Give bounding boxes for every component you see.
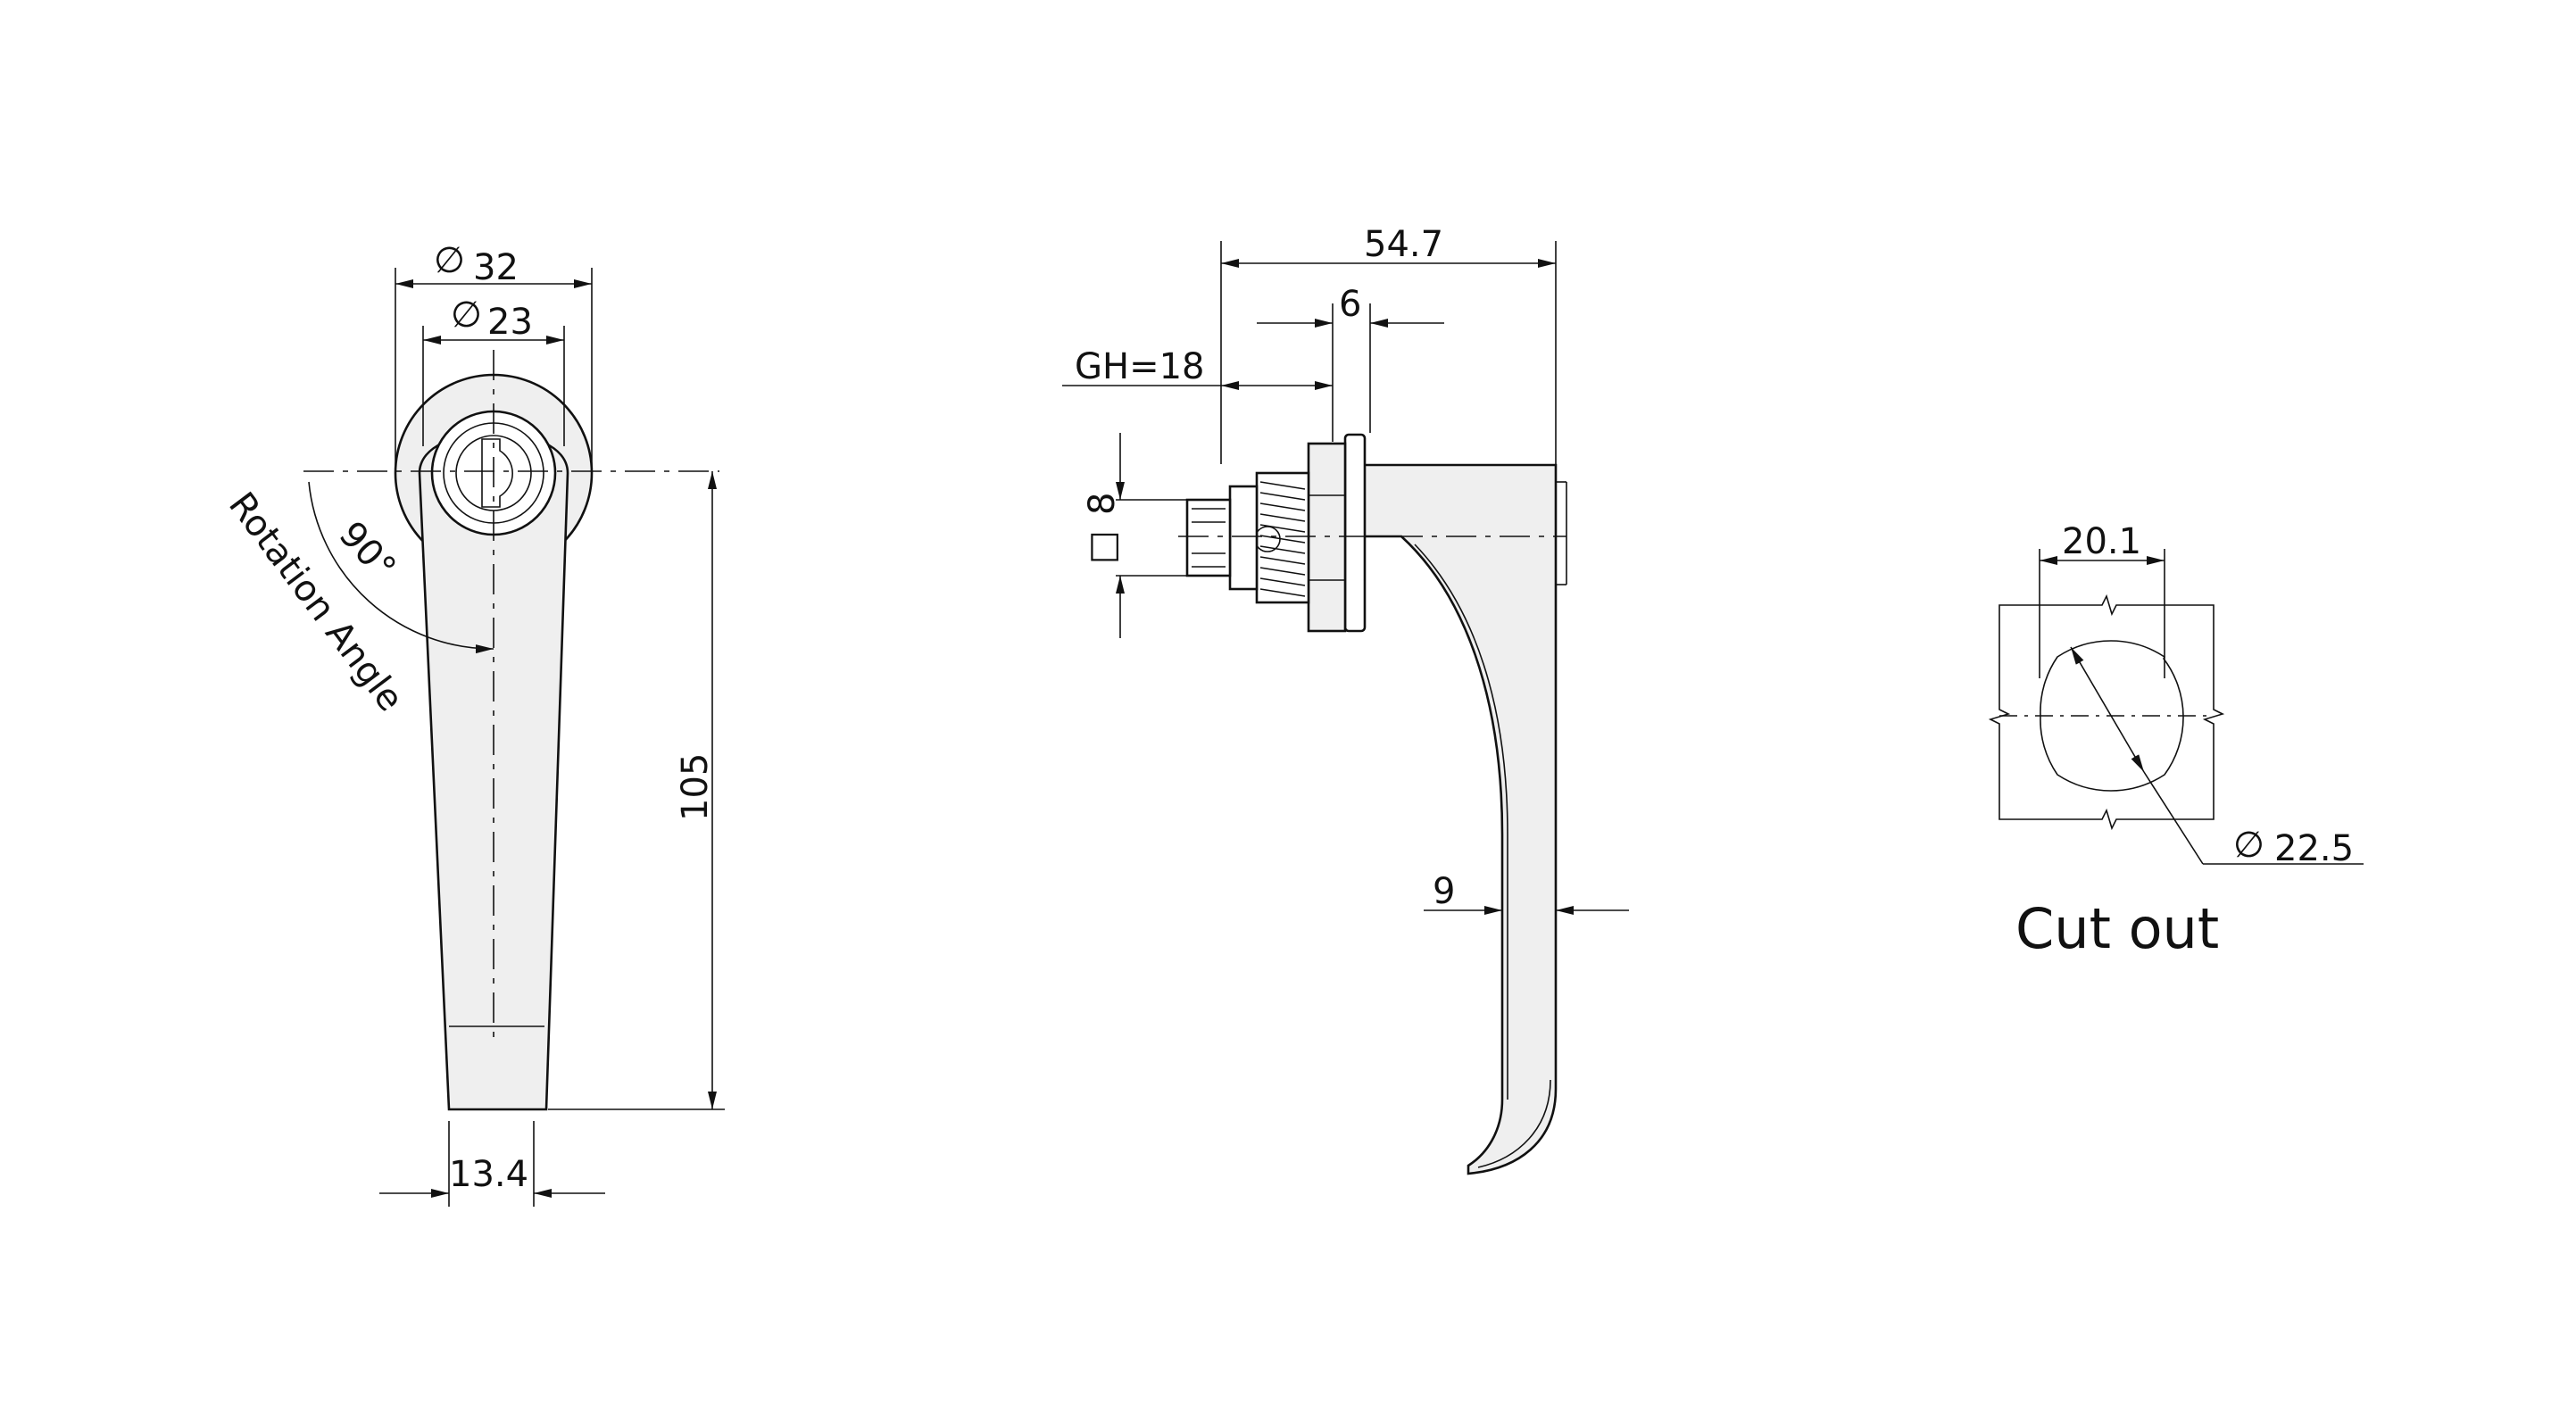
thread-marks [1259,481,1306,597]
dia23-symbol: ∅ [451,295,482,336]
key-slot [481,438,513,508]
width-201-value: 20.1 [2062,521,2141,562]
square-shaft [1185,498,1232,577]
angle-90-value: 90° [331,514,404,588]
handle-width-9-value: 9 [1433,871,1455,912]
cutout-hole [2040,640,2184,792]
height-105-value: 105 [675,753,716,821]
threaded-barrel [1255,471,1310,604]
front-view: ∅ 32 ∅ 23 105 13.4 90° Rotation Angle [220,240,725,1207]
rotation-arc [308,481,494,654]
rotation-angle-label: Rotation Angle [220,485,411,718]
dia23-value: 23 [487,302,533,343]
dia32-value: 32 [473,247,519,288]
flange [1343,433,1367,633]
side-handle [1362,463,1558,1175]
length-547-value: 54.7 [1364,224,1443,265]
grip-gh18-value: GH=18 [1075,346,1205,387]
square-8-value: 8 [1082,493,1123,515]
side-view: 54.7 6 GH=18 8 □ 9 [1062,224,1629,1175]
square-8-symbol: □ [1082,530,1123,564]
dia32-symbol: ∅ [434,240,465,281]
cutout-view: 20.1 ∅ 22.5 Cut out [1988,521,2364,961]
cutout-title: Cut out [2015,896,2219,961]
cam-stem [1228,485,1259,591]
dia225-symbol: ∅ [2233,825,2264,866]
hex-nut [1307,442,1347,633]
cutout-plate [1988,594,2225,831]
offset-6-value: 6 [1339,284,1361,325]
width-134-value: 13.4 [449,1154,528,1195]
dia225-value: 22.5 [2274,828,2354,869]
dim-line-dia225 [2070,646,2145,773]
